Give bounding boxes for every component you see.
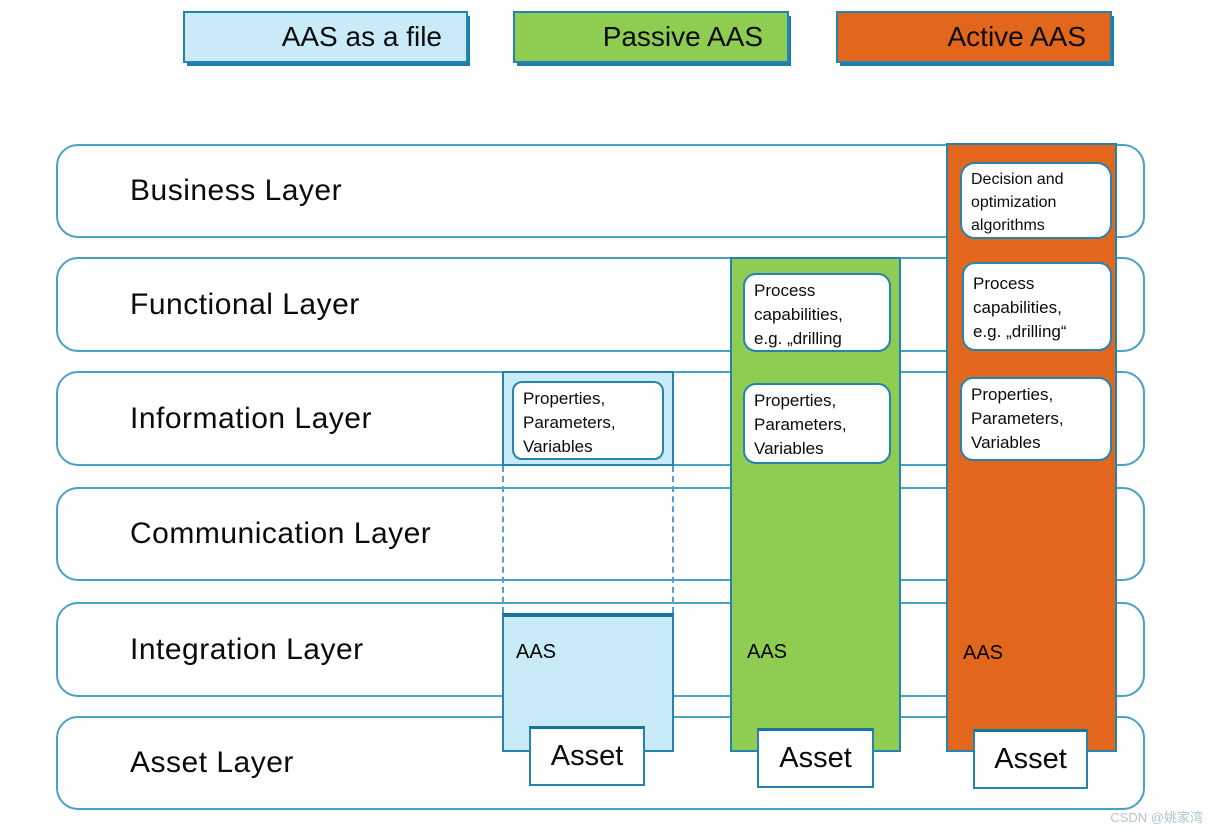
active-asset-box: Asset [973, 729, 1088, 789]
active-aas-column: Decision and optimization algorithms Pro… [946, 143, 1117, 752]
passive-process-capabilities-box: Process capabilities, e.g. „drilling [743, 273, 891, 352]
layer-label-integration: Integration Layer [130, 632, 364, 666]
file-column-information-block: Properties, Parameters, Variables [502, 371, 674, 466]
active-aas-label: AAS [963, 642, 1004, 664]
passive-properties-box: Properties, Parameters, Variables [743, 383, 891, 464]
layer-label-asset: Asset Layer [130, 746, 294, 779]
layer-label-information: Information Layer [130, 401, 372, 435]
file-aas-label: AAS [516, 641, 557, 663]
file-properties-box: Properties, Parameters, Variables [512, 381, 664, 460]
active-properties-box: Properties, Parameters, Variables [960, 377, 1112, 461]
passive-aas-column: Process capabilities, e.g. „drilling Pro… [730, 257, 901, 752]
passive-aas-label: AAS [747, 641, 788, 663]
active-decision-algorithms-box: Decision and optimization algorithms [960, 162, 1112, 239]
layer-label-functional: Functional Layer [130, 287, 360, 321]
layer-label-communication: Communication Layer [130, 517, 432, 550]
legend-aas-as-file: AAS as a file [183, 11, 468, 63]
legend-active-aas: Active AAS [836, 11, 1112, 63]
passive-asset-box: Asset [757, 728, 874, 788]
watermark: CSDN @姚家湾 [1110, 810, 1203, 825]
file-column-dashed-line-left [502, 466, 504, 613]
file-column-dashed-line-right [672, 466, 674, 613]
legend-passive-aas: Passive AAS [513, 11, 789, 63]
active-process-capabilities-box: Process capabilities, e.g. „drilling“ [962, 262, 1112, 351]
layer-label-business: Business Layer [130, 174, 343, 207]
file-asset-box: Asset [529, 726, 645, 786]
